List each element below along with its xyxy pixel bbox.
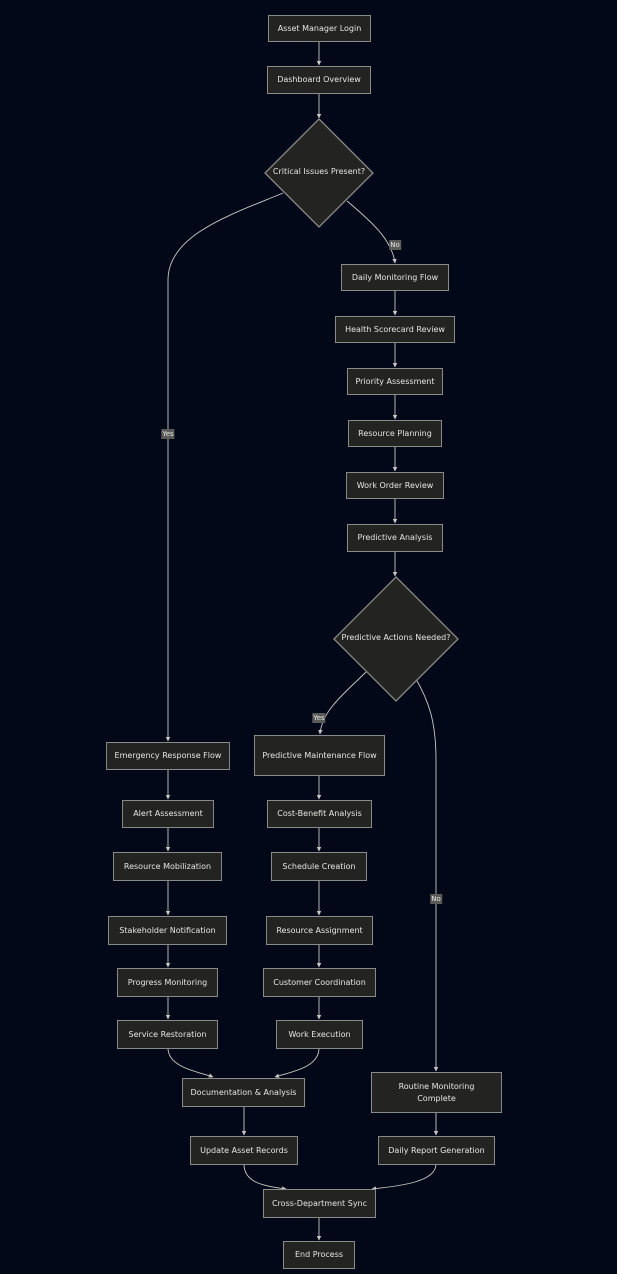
edge-label-predictive-no: No — [430, 894, 442, 904]
node-work-order-review: Work Order Review — [346, 472, 444, 499]
node-documentation-analysis: Documentation & Analysis — [182, 1078, 305, 1107]
node-dashboard-overview: Dashboard Overview — [267, 66, 371, 94]
decision-predictive-diamond — [333, 576, 459, 702]
node-priority-assessment: Priority Assessment — [347, 368, 443, 395]
node-resource-planning: Resource Planning — [348, 420, 442, 447]
node-stakeholder-notification: Stakeholder Notification — [108, 916, 227, 945]
edge-label-predictive-yes: Yes — [312, 713, 326, 723]
node-emergency-response-flow: Emergency Response Flow — [106, 742, 230, 770]
node-customer-coordination: Customer Coordination — [263, 968, 376, 997]
edge-label-critical-no: No — [389, 240, 401, 250]
node-predictive-analysis: Predictive Analysis — [347, 524, 443, 552]
edge-needed-routine — [415, 678, 439, 1072]
node-resource-assignment: Resource Assignment — [266, 916, 373, 945]
edge-daily-report-sync — [371, 1163, 437, 1191]
node-progress-monitoring: Progress Monitoring — [117, 968, 218, 997]
node-work-execution: Work Execution — [276, 1020, 363, 1049]
node-cost-benefit-analysis: Cost-Benefit Analysis — [267, 800, 372, 828]
node-asset-manager-login: Asset Manager Login — [268, 15, 371, 42]
edge-restoration-documentation — [167, 1047, 214, 1078]
node-health-scorecard-review: Health Scorecard Review — [335, 316, 455, 343]
edge-critical-daily — [346, 200, 397, 264]
node-alert-assessment: Alert Assessment — [122, 800, 214, 828]
node-cross-department-sync: Cross-Department Sync — [263, 1189, 376, 1218]
node-predictive-maintenance-flow: Predictive Maintenance Flow — [254, 735, 385, 776]
edge-execution-documentation — [274, 1047, 320, 1078]
edge-label-critical-yes: Yes — [161, 429, 175, 439]
decision-critical-diamond — [264, 118, 374, 228]
node-update-asset-records: Update Asset Records — [190, 1136, 298, 1165]
node-end-process: End Process — [283, 1241, 355, 1269]
decision-critical-label: Critical Issues Present? — [272, 167, 366, 176]
decision-predictive-label: Predictive Actions Needed? — [341, 633, 451, 642]
node-service-restoration: Service Restoration — [117, 1020, 218, 1049]
node-schedule-creation: Schedule Creation — [271, 852, 367, 881]
node-daily-monitoring-flow: Daily Monitoring Flow — [341, 264, 449, 291]
edge-critical-emergency — [165, 192, 284, 742]
edge-update-sync — [243, 1163, 287, 1191]
edge-needed-predictive-maint — [318, 671, 367, 735]
node-routine-monitoring-complete: Routine Monitoring Complete — [371, 1072, 502, 1113]
node-daily-report-generation: Daily Report Generation — [378, 1136, 495, 1165]
node-resource-mobilization: Resource Mobilization — [113, 852, 222, 881]
